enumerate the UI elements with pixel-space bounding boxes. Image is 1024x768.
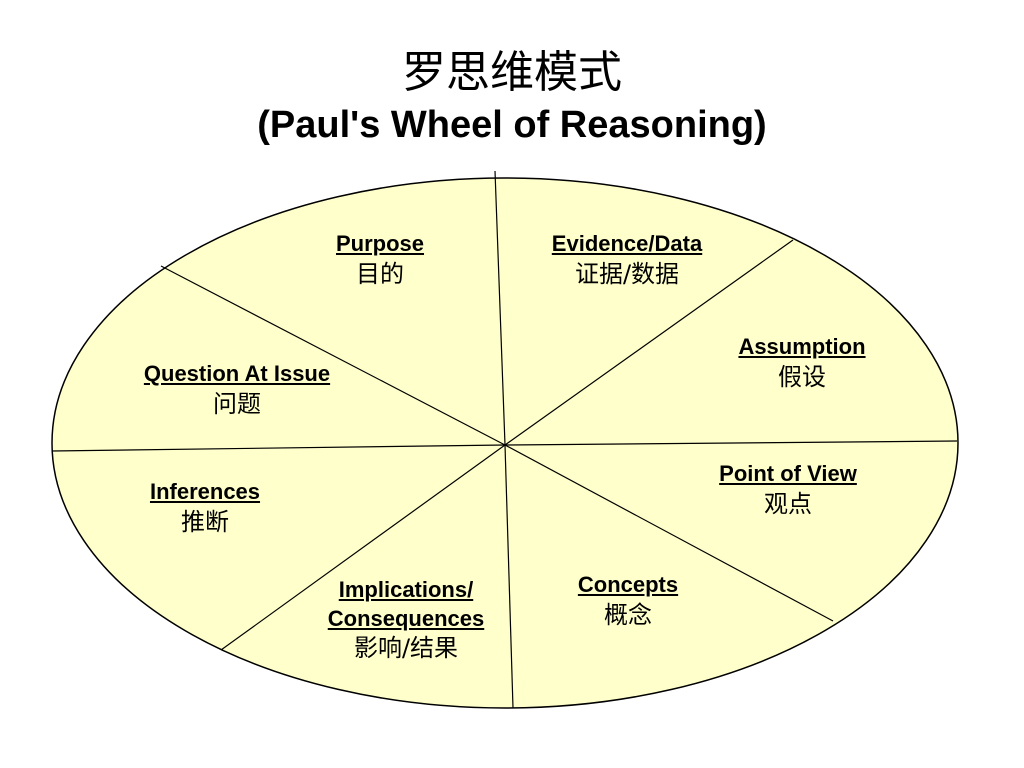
segment-purpose-zh: 目的 — [356, 259, 404, 288]
spoke-line — [504, 444, 834, 622]
page-title-english: (Paul's Wheel of Reasoning) — [257, 104, 767, 146]
spoke-line — [160, 265, 506, 446]
segment-question-at-issue-zh: 问题 — [213, 389, 261, 418]
spoke-line — [220, 444, 506, 651]
spoke-line — [51, 444, 506, 452]
segment-inferences-zh: 推断 — [181, 507, 229, 536]
segment-implications-consequences: Implications/ Consequences 影响/结果 — [306, 576, 506, 664]
segment-concepts-zh: 概念 — [604, 600, 652, 629]
segment-evidence-data-en: Evidence/Data — [551, 231, 703, 256]
segment-concepts-en: Concepts — [577, 572, 679, 597]
page-title-chinese: 罗思维模式 — [402, 47, 622, 98]
segment-implications-consequences-en: Implications/ Consequences — [327, 577, 485, 631]
segment-point-of-view: Point of View 观点 — [688, 460, 888, 520]
segment-evidence-data-zh: 证据/数据 — [574, 259, 680, 288]
spoke-line — [504, 440, 958, 446]
spoke-line — [494, 170, 506, 446]
segment-evidence-data: Evidence/Data 证据/数据 — [520, 230, 734, 290]
spoke-line — [504, 239, 794, 446]
segment-assumption: Assumption 假设 — [712, 333, 892, 393]
segment-concepts: Concepts 概念 — [548, 571, 708, 631]
segment-inferences: Inferences 推断 — [120, 478, 290, 538]
segment-assumption-zh: 假设 — [778, 362, 826, 391]
segment-point-of-view-zh: 观点 — [764, 489, 812, 518]
segment-purpose-en: Purpose — [335, 231, 425, 256]
segment-assumption-en: Assumption — [738, 334, 866, 359]
segment-implications-consequences-zh: 影响/结果 — [353, 634, 459, 663]
segment-question-at-issue: Question At Issue 问题 — [108, 360, 366, 420]
segment-purpose: Purpose 目的 — [300, 230, 460, 290]
segment-point-of-view-en: Point of View — [719, 461, 857, 486]
segment-question-at-issue-en: Question At Issue — [143, 361, 331, 386]
spoke-line — [504, 444, 514, 709]
segment-inferences-en: Inferences — [149, 479, 261, 504]
